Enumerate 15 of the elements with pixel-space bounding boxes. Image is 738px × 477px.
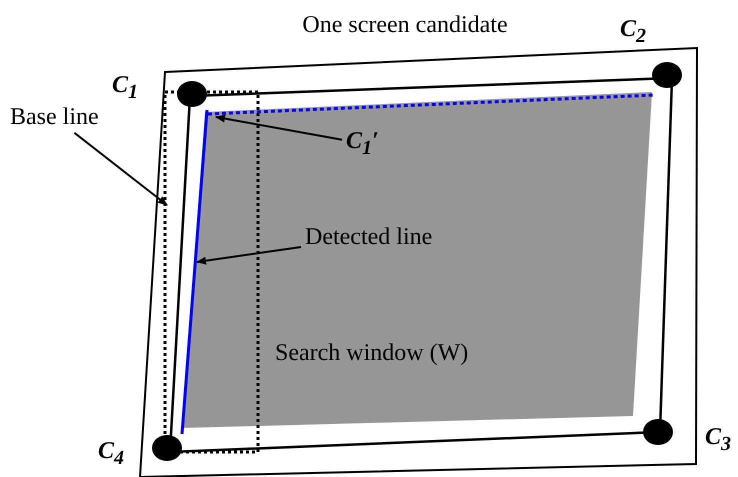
corner-label: C$_{2}$	[620, 16, 646, 47]
leader-text: Base line	[10, 104, 99, 130]
leader-line	[215, 114, 342, 141]
corner-label: C$_{1}$′	[346, 128, 379, 159]
region-label: Search window (W)	[275, 340, 468, 366]
leader-line	[196, 246, 302, 265]
detected-line	[180, 110, 208, 434]
leader-text: Detected line	[305, 224, 432, 250]
base-line-window	[164, 90, 260, 454]
leader-line	[74, 132, 168, 206]
corner-label: C$_{4}$	[98, 438, 124, 469]
corner-label: C$_{1}$	[112, 72, 138, 103]
corner-label: C$_{3}$	[705, 424, 732, 455]
dotted-line	[208, 94, 656, 116]
diagram-heading: One screen candidate	[302, 12, 508, 38]
